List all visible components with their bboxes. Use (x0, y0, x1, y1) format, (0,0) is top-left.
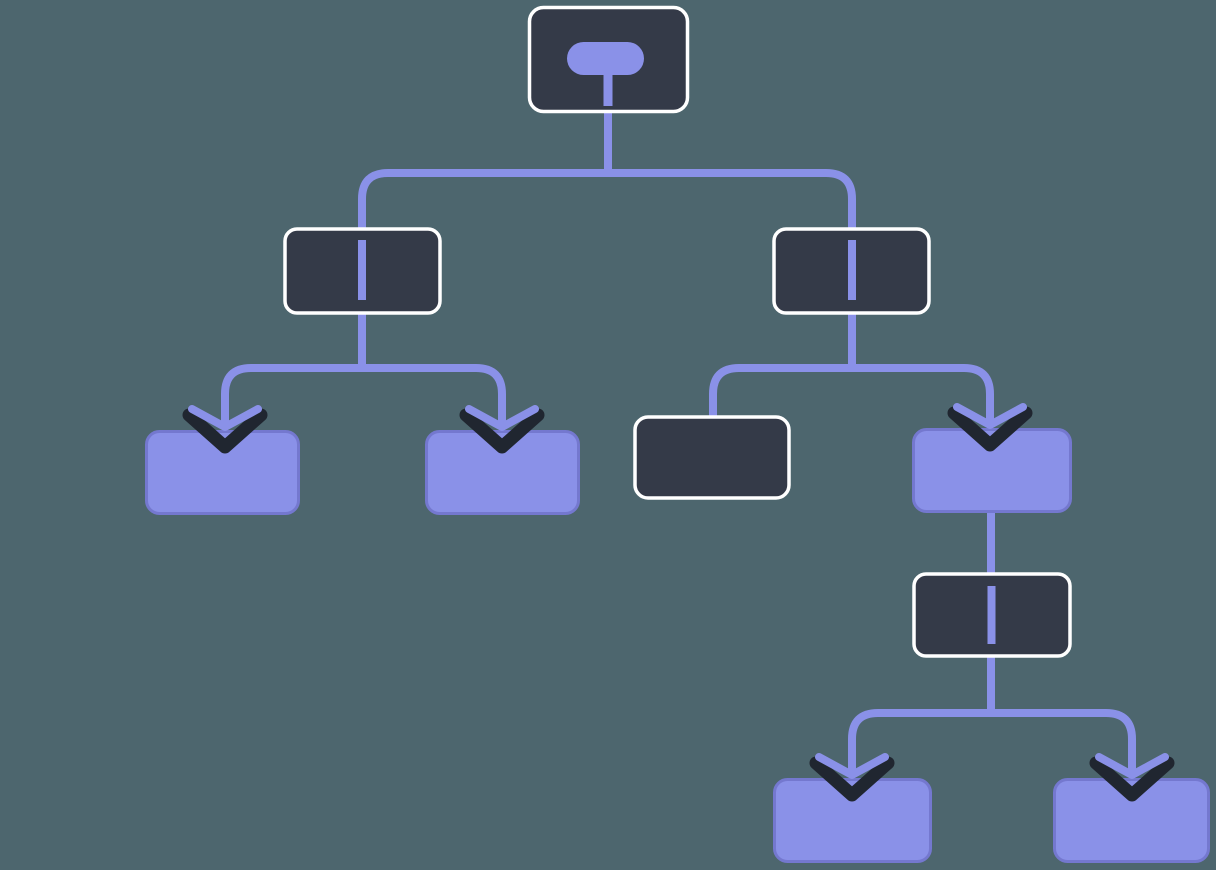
root-pill-stem (603, 68, 613, 106)
connector-left-split (221, 364, 506, 426)
chevron-dark-layer (182, 408, 268, 454)
pass-line-icon (358, 240, 366, 300)
node-branch-left (283, 227, 442, 315)
chevron-dark-layer (459, 408, 545, 454)
node-leaf-1 (145, 430, 300, 515)
node-leaf-3-box (912, 428, 1072, 513)
node-plain-dark-box (633, 415, 791, 500)
node-leaf-4 (773, 778, 932, 863)
pass-line-icon (848, 240, 856, 300)
chevron-arrow-icon (1089, 753, 1175, 802)
node-branch-right (772, 227, 931, 315)
node-leaf-5 (1053, 778, 1210, 863)
chevron-purple-layer (1095, 753, 1169, 779)
chevron-purple-layer (815, 753, 889, 779)
node-root (527, 5, 690, 114)
node-leaf-2-box (425, 430, 580, 515)
connectors (221, 108, 1136, 774)
chevron-arrow-icon (459, 405, 545, 454)
chevron-purple-layer (953, 403, 1027, 429)
connector-bottom-split (848, 709, 1136, 774)
root-pill-top (567, 42, 644, 75)
nodes (145, 5, 1210, 863)
chevron-arrow-icon (809, 753, 895, 802)
pass-line-icon (987, 586, 996, 644)
node-leaf-4-box (773, 778, 932, 863)
node-leaf-5-box (1053, 778, 1210, 863)
connector-top-split (358, 169, 856, 229)
node-leaf-1-box (145, 430, 300, 515)
chevron-purple-layer (188, 405, 262, 431)
node-plain-dark (633, 415, 791, 500)
chevron-purple-layer (465, 405, 539, 431)
chevron-dark-layer (947, 406, 1033, 452)
node-branch-mid (912, 572, 1072, 658)
root-pill-icon (567, 42, 644, 106)
node-leaf-2 (425, 430, 580, 515)
chevron-arrow-icon (182, 405, 268, 454)
arrowheads (182, 403, 1175, 802)
connector-right-split (709, 364, 994, 424)
chevron-arrow-icon (947, 403, 1033, 452)
node-leaf-3 (912, 428, 1072, 513)
chevron-dark-layer (1089, 756, 1175, 802)
chevron-dark-layer (809, 756, 895, 802)
